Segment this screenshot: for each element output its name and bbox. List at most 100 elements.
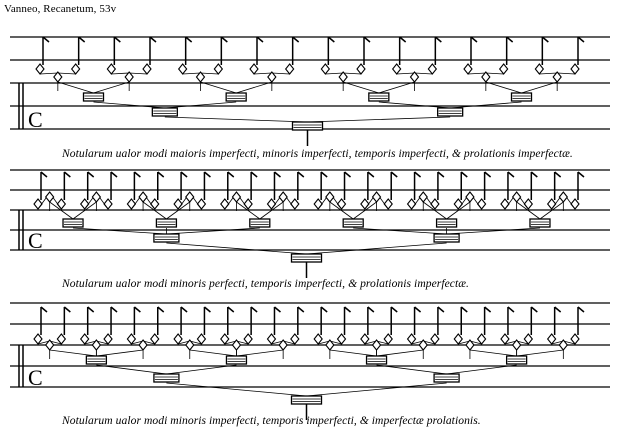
note-flag bbox=[180, 171, 188, 178]
value-line bbox=[271, 340, 284, 345]
minima-note bbox=[138, 191, 148, 203]
value-line bbox=[96, 340, 109, 345]
value-line bbox=[166, 201, 190, 220]
semiminima-note bbox=[383, 333, 393, 345]
note-flag bbox=[344, 171, 352, 178]
value-line bbox=[329, 340, 342, 345]
value-line bbox=[306, 242, 447, 255]
value-line bbox=[189, 340, 202, 345]
semiminima-note bbox=[430, 198, 440, 210]
value-line bbox=[539, 72, 558, 75]
value-line bbox=[224, 340, 237, 345]
note-flag bbox=[87, 306, 95, 313]
note-flag bbox=[530, 171, 538, 178]
semiminima-note bbox=[427, 63, 438, 75]
value-line bbox=[111, 72, 130, 75]
value-line bbox=[343, 81, 379, 94]
semiminima-note bbox=[406, 198, 417, 210]
brevis-note bbox=[153, 233, 180, 243]
value-line bbox=[446, 364, 517, 375]
value-line bbox=[467, 72, 486, 75]
value-line bbox=[352, 201, 377, 220]
value-line bbox=[129, 72, 148, 75]
value-line bbox=[142, 201, 167, 220]
value-line bbox=[329, 349, 377, 357]
note-flag bbox=[554, 306, 562, 313]
note-flag bbox=[507, 171, 515, 178]
value-line bbox=[325, 72, 344, 75]
semiminima-note bbox=[79, 333, 90, 345]
brevis-note bbox=[151, 107, 178, 117]
value-line bbox=[131, 340, 144, 345]
note-flag bbox=[256, 36, 264, 43]
semiminima-note bbox=[320, 63, 331, 75]
value-line bbox=[307, 116, 451, 123]
brevis-note bbox=[505, 355, 528, 365]
value-line bbox=[539, 201, 564, 220]
value-line bbox=[166, 242, 307, 255]
value-line bbox=[364, 340, 377, 345]
semiminima-note bbox=[290, 333, 300, 345]
note-flag bbox=[133, 306, 141, 313]
note-flag bbox=[113, 36, 121, 43]
semiminima-note bbox=[336, 198, 347, 210]
value-line bbox=[396, 72, 415, 75]
value-line bbox=[469, 349, 517, 357]
note-flag bbox=[87, 171, 95, 178]
semiminima-note bbox=[79, 198, 90, 210]
semiminima-note bbox=[106, 63, 117, 75]
longa-note bbox=[291, 121, 324, 131]
note-flag bbox=[185, 36, 193, 43]
note-flag bbox=[203, 306, 211, 313]
semiminima-note bbox=[70, 63, 81, 75]
value-line bbox=[84, 340, 97, 345]
semiminima-note bbox=[546, 198, 557, 210]
semiminima-note bbox=[453, 333, 463, 345]
value-line bbox=[343, 72, 362, 75]
semiminima-note bbox=[249, 63, 259, 75]
semiminima-note bbox=[383, 198, 393, 210]
note-flag bbox=[227, 306, 235, 313]
c-clef: C bbox=[28, 228, 43, 253]
value-line bbox=[166, 382, 307, 397]
semiminima-note bbox=[476, 333, 487, 345]
note-flag bbox=[434, 36, 442, 43]
value-line bbox=[551, 340, 564, 345]
semiminima-note bbox=[266, 198, 277, 210]
note-flag bbox=[507, 306, 515, 313]
brevis-note bbox=[529, 218, 551, 228]
note-flag bbox=[367, 171, 375, 178]
value-line bbox=[96, 364, 167, 375]
brevis-note bbox=[225, 92, 247, 102]
value-line bbox=[446, 227, 541, 235]
note-flag bbox=[250, 171, 258, 178]
value-line bbox=[563, 340, 576, 345]
minima-note bbox=[231, 191, 242, 203]
value-line bbox=[49, 340, 62, 345]
semiminima-note bbox=[500, 198, 510, 210]
minima-note bbox=[371, 191, 382, 203]
c-clef: C bbox=[28, 365, 43, 390]
semiminima-note bbox=[142, 63, 152, 75]
brevis-note bbox=[433, 233, 460, 243]
semiminima-note bbox=[463, 63, 473, 75]
note-flag bbox=[530, 306, 538, 313]
value-line bbox=[378, 81, 415, 94]
value-line bbox=[164, 116, 308, 123]
value-line bbox=[37, 340, 50, 345]
brevis-note bbox=[85, 355, 108, 365]
value-line bbox=[376, 349, 424, 357]
semiminima-note bbox=[523, 198, 534, 210]
system-3-caption: Notularum ualor modi minoris imperfecti,… bbox=[62, 414, 481, 427]
value-line bbox=[177, 340, 190, 345]
longa-note bbox=[290, 253, 323, 263]
minima-note bbox=[44, 191, 55, 203]
c-clef: C bbox=[28, 107, 43, 132]
semiminima-note bbox=[313, 198, 323, 210]
note-flag bbox=[437, 171, 445, 178]
value-line bbox=[236, 340, 249, 345]
note-flag bbox=[320, 171, 328, 178]
brevis-note bbox=[153, 373, 180, 383]
value-line bbox=[93, 81, 130, 94]
